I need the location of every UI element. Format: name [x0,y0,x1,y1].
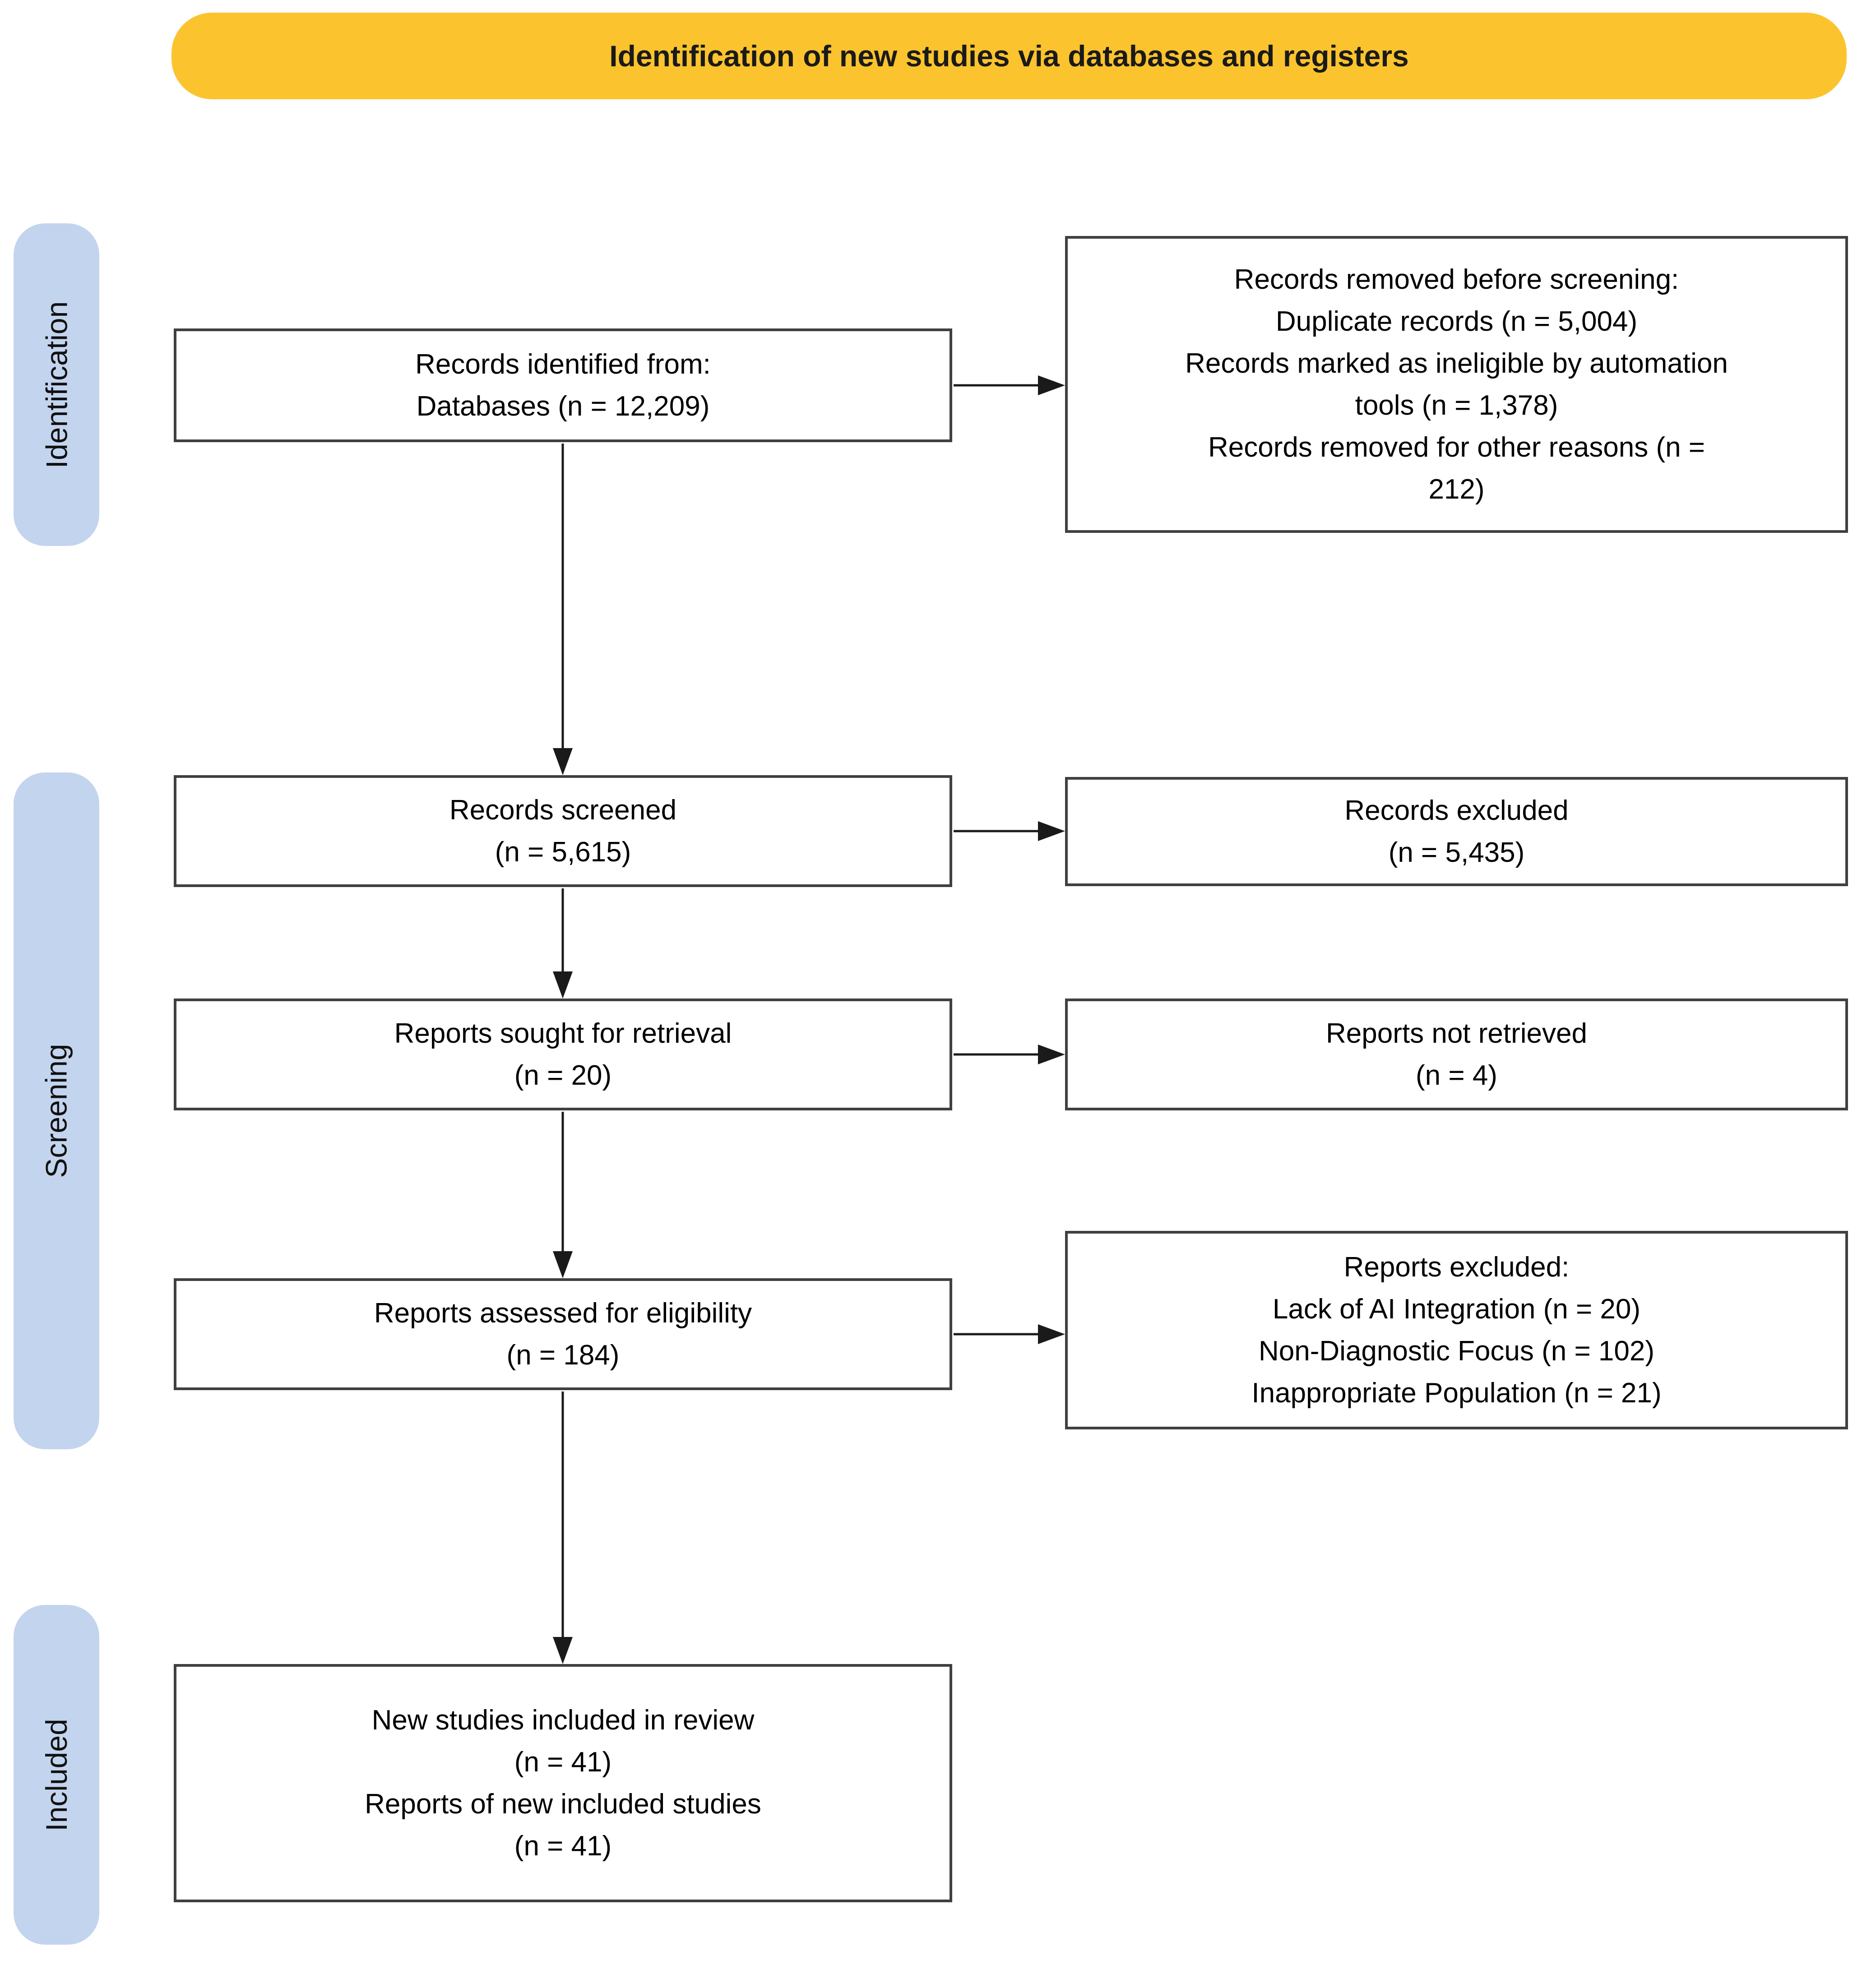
box-reports-sought: Reports sought for retrieval (n = 20) [174,999,952,1110]
arrow-assessed-to-included [553,1392,573,1664]
box-reports-excluded: Reports excluded: Lack of AI Integration… [1065,1231,1848,1429]
box-records-screened: Records screened (n = 5,615) [174,775,952,887]
arrow-identified-to-removed [954,375,1065,395]
stage-label-included-text: Included [40,1718,73,1831]
box-reports-not-retrieved: Reports not retrieved (n = 4) [1065,999,1848,1110]
stage-label-identification: Identification [14,223,99,546]
stage-label-screening-text: Screening [40,1044,74,1178]
box-reports-assessed: Reports assessed for eligibility (n = 18… [174,1278,952,1390]
stage-label-screening: Screening [14,772,99,1449]
arrow-identified-to-screened [553,444,573,775]
banner-title: Identification of new studies via databa… [171,13,1847,99]
arrow-screened-to-excluded [954,821,1065,841]
stage-label-identification-text: Identification [40,301,74,468]
box-records-removed-before-screening: Records removed before screening: Duplic… [1065,236,1848,533]
arrow-assessed-to-reportsexcluded [954,1324,1065,1344]
box-records-excluded: Records excluded (n = 5,435) [1065,777,1848,886]
arrow-sought-to-assessed [553,1112,573,1278]
stage-label-included: Included [14,1605,99,1945]
box-new-studies-included: New studies included in review (n = 41) … [174,1664,952,1902]
arrow-screened-to-sought [553,888,573,999]
arrow-sought-to-notretrieved [954,1045,1065,1064]
box-records-identified: Records identified from: Databases (n = … [174,328,952,442]
